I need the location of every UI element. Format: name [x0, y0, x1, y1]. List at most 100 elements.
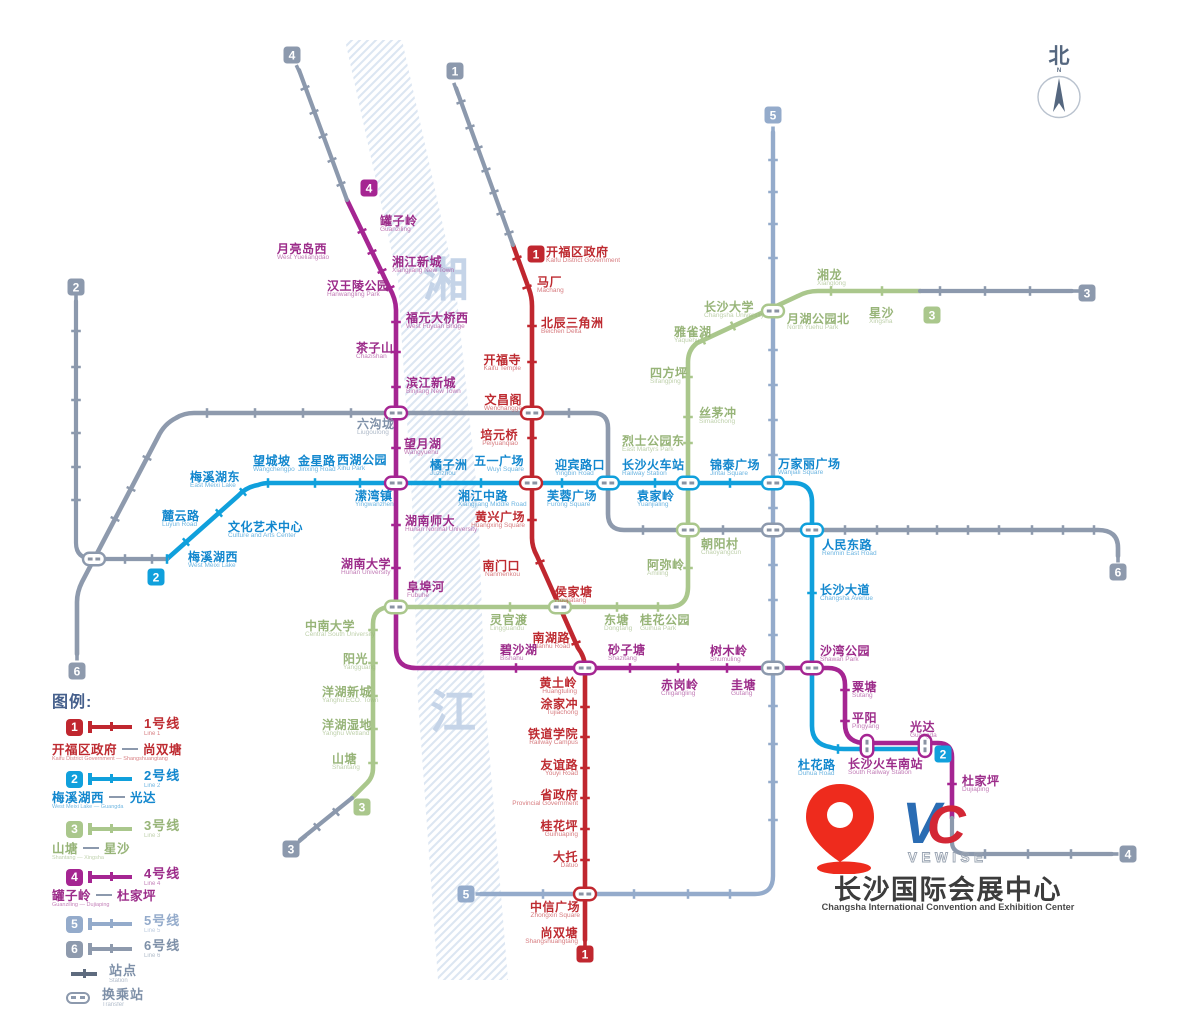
line5-station-tick — [768, 383, 778, 387]
line6-station-tick — [301, 408, 305, 418]
line-3-badge-number: 3 — [1084, 287, 1091, 301]
legend-line-subname: Line 3 — [144, 833, 161, 839]
transfer-icon-dash — [681, 528, 687, 532]
station-name-en: Fubuhe — [407, 592, 430, 600]
line3-station-tick — [829, 286, 833, 296]
line2-station-tick — [266, 478, 270, 488]
transfer-icon-dash — [532, 481, 538, 485]
legend-line-1-badge: 1 — [66, 718, 83, 736]
terminus-from: 梅溪湖西 — [52, 791, 105, 805]
line-4-badge-number: 4 — [1125, 848, 1132, 862]
station-name-en: Changsha Avenue — [820, 595, 874, 603]
line-4-badge — [283, 46, 301, 64]
terminus-from: 开福区政府 — [52, 743, 118, 757]
station-name-cn: 涂家冲 — [540, 697, 578, 711]
line-1-badge — [446, 62, 464, 80]
compass-icon — [1037, 75, 1081, 119]
station-name-cn: 星沙 — [869, 306, 895, 320]
transfer-icon-dash — [586, 666, 592, 670]
legend-line-6-badge: 6 — [66, 940, 83, 958]
line-2-badge — [147, 568, 165, 586]
logo-title-cn: 长沙国际会展中心 — [834, 875, 1062, 905]
line3-station-tick — [368, 761, 378, 765]
line4-ext-se-path — [949, 815, 1115, 857]
station-name-en: Yangguang — [343, 664, 376, 672]
station-name-cn: 长沙大道 — [820, 583, 871, 597]
line4-station-tick — [840, 688, 850, 692]
line1-station-tick — [580, 858, 590, 862]
line1-terminal-bar — [583, 933, 587, 947]
line6-station-tick — [253, 408, 257, 418]
station-name-cn: 丝茅冲 — [699, 406, 737, 420]
line3-ext-e-terminal-bar — [1065, 289, 1079, 293]
station-name-cn: 万家丽广场 — [778, 457, 841, 471]
line5-station-tick — [768, 256, 778, 260]
line4-station-tick — [947, 782, 957, 786]
station-name-en: Hunan Normal University — [405, 526, 478, 534]
station-name-en: Yanghu ECO. Town — [322, 697, 379, 705]
line5-station-tick — [632, 889, 636, 899]
line3-station-tick — [683, 441, 693, 445]
line-1-badge — [527, 245, 545, 263]
station-name-cn: 月亮岛西 — [277, 242, 328, 256]
station-name-en: Gutang — [731, 690, 753, 698]
legend-line-3-badge: 3 — [66, 820, 83, 838]
line4-station-tick — [840, 719, 850, 723]
logo-title-en: Changsha International Convention and Ex… — [821, 902, 1075, 912]
legend-line-name: 2号线 — [144, 768, 181, 783]
line6-station-tick — [110, 515, 120, 523]
station-name-en: Wuyi Square — [486, 466, 524, 474]
line2-station-tick — [479, 478, 483, 488]
transfer-station-icon — [81, 551, 107, 567]
station-name-en: Provincial Government — [512, 800, 578, 808]
transfer-station-icon — [547, 599, 573, 615]
station-name-cn: 锦泰广场 — [710, 458, 761, 472]
termini-en: Shantang — Xingsha — [52, 855, 104, 862]
station-name-cn: 碧沙湖 — [500, 643, 538, 657]
line6-station-tick — [875, 525, 879, 535]
transfer-station-icon — [383, 599, 409, 615]
line6-station-tick — [966, 525, 970, 535]
station-name-en: Duhua Road — [798, 770, 835, 778]
station-name-cn: 开福寺 — [483, 353, 521, 367]
station-name-cn: 湘龙 — [817, 268, 843, 282]
line4-station-tick — [725, 663, 729, 673]
station-name-en: Xiangjiang Middle Road — [458, 501, 527, 509]
station-name-cn: 侯家塘 — [555, 585, 593, 599]
station-name-cn: 阿弥岭 — [647, 558, 685, 572]
line4-station-tick — [391, 446, 401, 450]
transfer-station-icon — [518, 475, 544, 491]
transfer-icon-dash — [397, 411, 403, 415]
line-4-badge — [1119, 845, 1137, 863]
legend-line-sample — [88, 943, 132, 956]
line5-path — [478, 129, 776, 897]
line3-station-tick — [683, 566, 693, 570]
line3-ext-e-station-tick — [1028, 286, 1032, 296]
line1-ext-n-station-tick — [481, 167, 491, 173]
station-name-cn: 南湖路 — [532, 631, 570, 645]
transfer-icon-dash — [389, 411, 395, 415]
line4-ext-se-terminal-bar — [1105, 852, 1119, 856]
line4-station-tick — [514, 663, 518, 673]
legend-line-name: 1号线 — [144, 716, 181, 731]
station-name-cn: 福元大桥西 — [406, 311, 469, 325]
line2-ext-w-station-tick — [150, 554, 154, 564]
